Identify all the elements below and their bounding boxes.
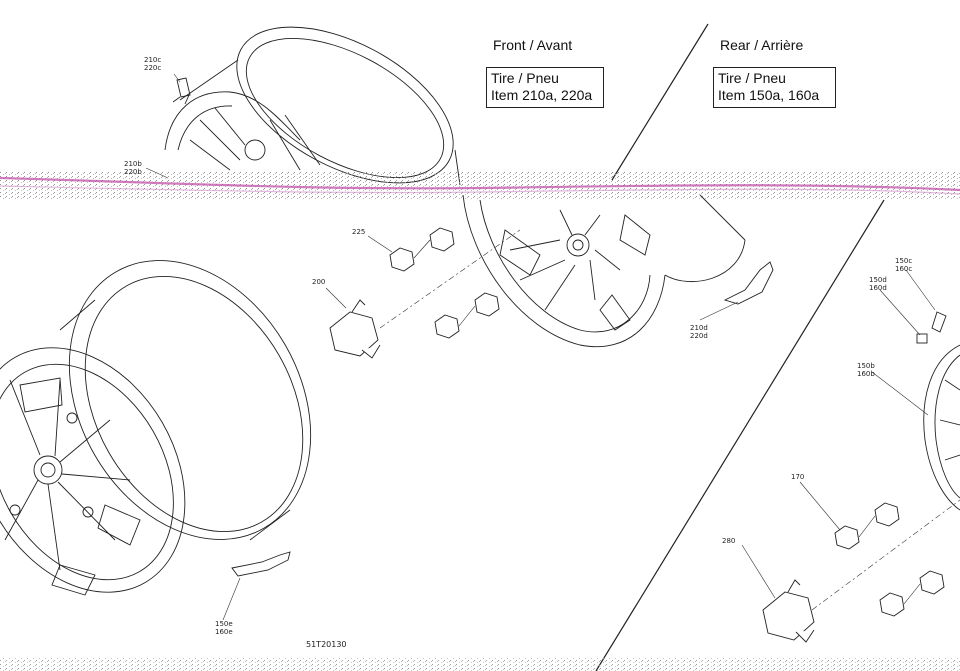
callout-200: 200 <box>312 278 325 286</box>
callout-150b: 150b 160b <box>857 362 875 378</box>
callout-label: 160b <box>857 370 875 378</box>
callout-label: 220b <box>124 168 142 176</box>
separator-line <box>595 199 885 671</box>
scan-streak <box>0 172 960 671</box>
callout-label: 160c <box>895 265 913 273</box>
rear-tire-box-line1: Tire / Pneu <box>718 70 786 86</box>
callout-label: 280 <box>722 537 736 545</box>
front-wheel-face <box>462 194 746 348</box>
callout-210d: 210d 220d <box>690 324 708 340</box>
callout-label: 210d <box>690 324 708 332</box>
front-tire-box-line2: Item 210a, 220a <box>491 87 593 103</box>
front-tire-box: Tire / Pneu Item 210a, 220a <box>486 67 604 108</box>
front-tire-box-line1: Tire / Pneu <box>491 70 559 86</box>
rear-tire-box-line2: Item 150a, 160a <box>718 87 820 103</box>
callout-170: 170 <box>791 473 804 481</box>
callout-150d: 150d 160d <box>869 276 887 292</box>
callout-label: 170 <box>791 473 805 481</box>
callout-label: 160e <box>215 628 233 636</box>
tpms-sensor <box>329 299 815 643</box>
callout-225: 225 <box>352 228 365 236</box>
callout-280: 280 <box>722 537 735 545</box>
leader-lines <box>145 73 960 621</box>
callout-label: 150e <box>215 620 233 628</box>
callout-label: 150c <box>895 257 913 265</box>
lug-nuts <box>389 227 945 617</box>
callout-210b: 210b 220b <box>124 160 142 176</box>
front-section-header: Front / Avant <box>493 37 573 53</box>
callout-150e: 150e 160e <box>215 620 233 636</box>
callout-label: 150d <box>869 276 887 284</box>
callout-label: 220d <box>690 332 708 340</box>
rear-wheel <box>923 344 960 511</box>
callout-label: 200 <box>312 278 326 286</box>
separator-line <box>611 23 709 181</box>
valve-stem <box>172 77 947 344</box>
callout-label: 220c <box>144 64 162 72</box>
callout-label: 210c <box>144 56 162 64</box>
callout-210c: 210c 220c <box>144 56 161 72</box>
clip <box>231 261 774 577</box>
callout-label: 160d <box>869 284 887 292</box>
callout-label: 210b <box>124 160 142 168</box>
left-wheel <box>0 260 312 596</box>
callout-label: 150b <box>857 362 875 370</box>
rear-section-header: Rear / Arrière <box>720 37 804 53</box>
rear-tire-box: Tire / Pneu Item 150a, 160a <box>713 67 836 108</box>
callout-150c: 150c 160c <box>895 257 912 273</box>
drawing-reference: 51T20130 <box>306 640 347 649</box>
callout-label: 225 <box>352 228 366 236</box>
